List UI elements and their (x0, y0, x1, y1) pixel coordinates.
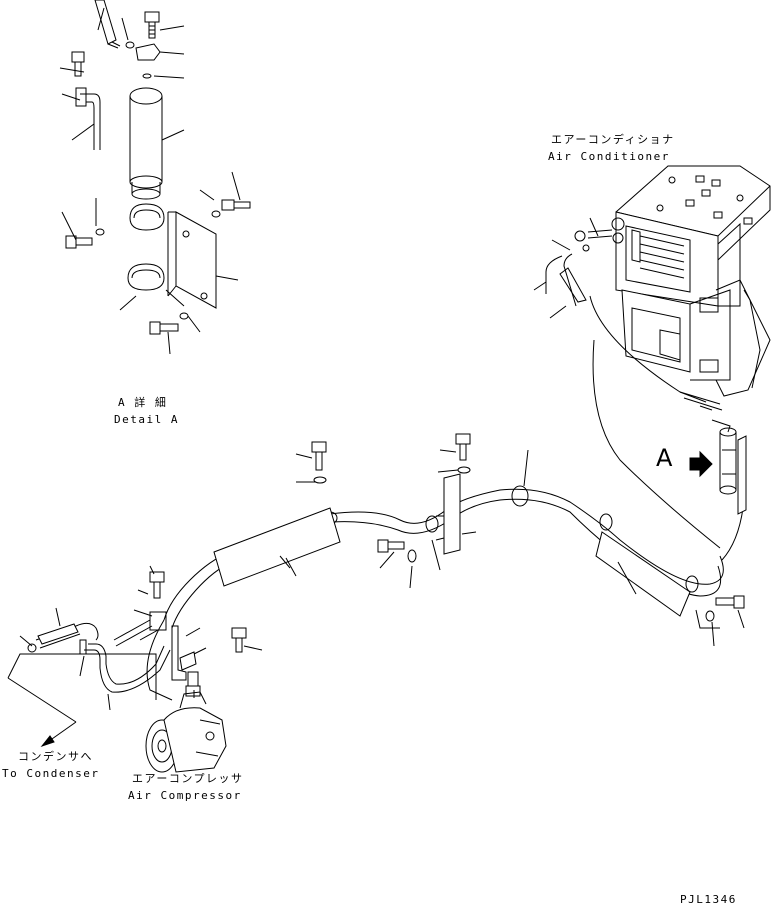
receiver-drier-installed (711, 419, 747, 515)
condenser-arrow (7, 653, 157, 748)
leader-lines (19, 217, 745, 711)
bolt-left (71, 51, 85, 77)
drawing-number: PJL1346 (680, 893, 737, 906)
detail-a-label-en: Detail A (114, 413, 179, 426)
air-conditioner-unit (574, 165, 771, 397)
bolt-top (144, 11, 160, 39)
compressor-label-jp: エアーコンプレッサ (132, 772, 244, 785)
condenser-label-en: To Condenser (2, 767, 100, 780)
condenser-label-jp: コンデンサへ (18, 750, 93, 763)
detail-a-label-jp: A 詳 細 (118, 396, 168, 409)
view-a-arrow (689, 450, 713, 478)
bolt-left-lower (65, 235, 93, 249)
detail-a-exploded-view (59, 0, 251, 355)
air-conditioner-label-en: Air Conditioner (548, 150, 670, 163)
refrigerant-lines (27, 253, 745, 701)
air-conditioner-label-jp: エアーコンディショナ (551, 133, 675, 146)
bolt-bottom (149, 321, 179, 335)
bolt-right (221, 199, 251, 211)
receiver-drier-detail (129, 87, 163, 200)
view-a-marker: A (656, 444, 673, 472)
air-compressor (145, 671, 227, 773)
hardware (149, 433, 745, 653)
compressor-label-en: Air Compressor (128, 789, 242, 802)
